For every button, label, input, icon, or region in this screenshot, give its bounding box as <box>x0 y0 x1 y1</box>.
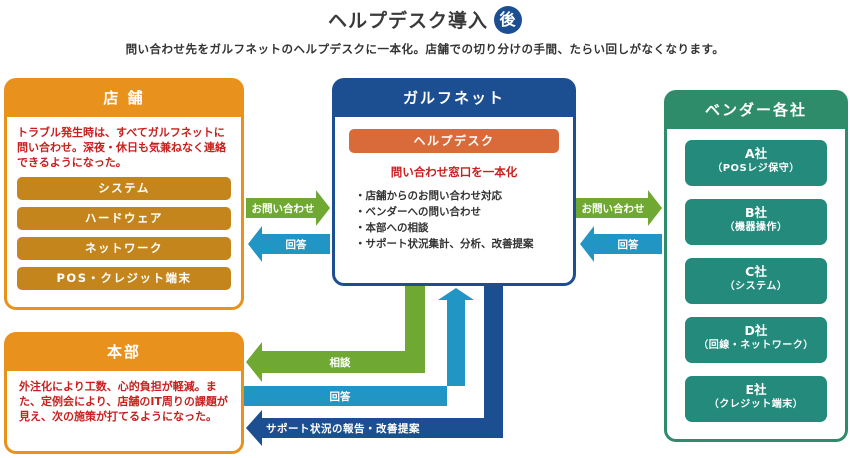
service-item: ・ベンダーへの問い合わせ <box>355 206 481 218</box>
store-inquiry-arrow <box>246 190 330 226</box>
store-answer-label: 回答 <box>285 239 307 251</box>
store-item-system: システム <box>17 177 231 200</box>
page-subtitle: 問い合わせ先をガルフネットのヘルプデスクに一本化。店舗での切り分けの手間、たらい… <box>125 42 725 56</box>
gulfnet-subtitle: 問い合わせ窓口を一本化 <box>390 165 518 179</box>
vendor-b: B社（機器操作） <box>685 199 827 245</box>
vendor-a: A社（POSレジ保守） <box>685 140 827 186</box>
vendor-answer-arrow <box>580 226 662 262</box>
hq-description: 外注化により工数、心的負担が軽減。また、定例会により、店舗のIT周りの課題が見え… <box>19 380 228 423</box>
vendor-e: E社（クレジット端末） <box>685 376 827 422</box>
vendors-panel: ベンダー各社 A社（POSレジ保守） B社（機器操作） C社（システム） D社（… <box>664 90 848 442</box>
store-inquiry-label: お問い合わせ <box>251 203 315 215</box>
vendor-inquiry-label: お問い合わせ <box>581 203 645 215</box>
vendor-d: D社（回線・ネットワーク） <box>685 317 827 363</box>
title-text: ヘルプデスク導入 <box>327 10 488 32</box>
hq-consult-arrow <box>246 286 425 382</box>
store-item-network: ネットワーク <box>17 237 231 260</box>
gulfnet-title: ガルフネット <box>402 89 505 107</box>
vendor-answer-label: 回答 <box>617 239 639 251</box>
service-item: ・サポート状況集計、分析、改善提案 <box>355 238 534 250</box>
gulfnet-services: ・店舗からのお問い合わせ対応 ・ベンダーへの問い合わせ ・本部への相談 ・サポー… <box>349 188 559 252</box>
hq-answer-label: 回答 <box>329 391 351 403</box>
helpdesk-label: ヘルプデスク <box>349 129 559 153</box>
gulfnet-panel: ガルフネット ヘルプデスク 問い合わせ窓口を一本化 ・店舗からのお問い合わせ対応… <box>332 78 576 286</box>
after-badge: 後 <box>494 5 522 34</box>
store-panel: 店 舗 トラブル発生時は、すべてガルフネットに問い合わせ。深夜・休日も気兼ねなく… <box>4 78 244 310</box>
vendor-inquiry-arrow <box>576 190 662 226</box>
hq-report-label: サポート状況の報告・改善提案 <box>266 423 420 435</box>
hq-answer-arrow <box>244 288 474 406</box>
hq-report-arrow <box>246 286 503 446</box>
vendors-title: ベンダー各社 <box>704 101 807 119</box>
service-item: ・本部への相談 <box>355 222 429 234</box>
service-item: ・店舗からのお問い合わせ対応 <box>355 190 502 202</box>
store-item-pos: POS・クレジット端末 <box>17 267 231 290</box>
store-description: トラブル発生時は、すべてガルフネットに問い合わせ。深夜・休日も気兼ねなく連絡でき… <box>17 126 226 169</box>
hq-consult-label: 相談 <box>329 357 351 369</box>
vendor-c: C社（システム） <box>685 258 827 304</box>
store-item-hardware: ハードウェア <box>17 207 231 230</box>
hq-title: 本部 <box>106 343 141 361</box>
hq-panel: 本部 外注化により工数、心的負担が軽減。また、定例会により、店舗のIT周りの課題… <box>4 332 244 454</box>
store-title: 店 舗 <box>103 89 145 107</box>
store-answer-arrow <box>248 226 330 262</box>
page-title: ヘルプデスク導入後 <box>0 5 850 36</box>
